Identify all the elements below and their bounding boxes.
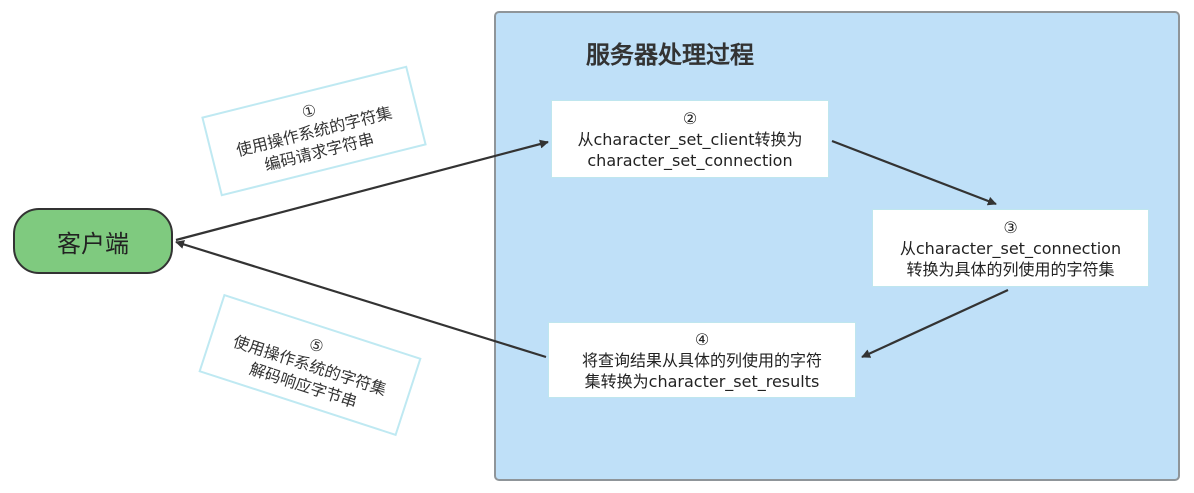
step4-box: ④ 将查询结果从具体的列使用的字符 集转换为character_set_resu…: [548, 322, 856, 398]
arrow-step2-to-step3: [831, 139, 997, 206]
arrow-step4-to-client: [175, 240, 547, 359]
step3-number: ③: [1003, 217, 1018, 237]
client-node: 客户端: [13, 208, 173, 274]
step2-box: ② 从character_set_client转换为 character_set…: [551, 100, 829, 178]
step3-line1: 从character_set_connection: [899, 238, 1122, 258]
step2-line1: 从character_set_client转换为: [577, 129, 803, 149]
panel-title: 服务器处理过程: [586, 41, 754, 69]
step4-line1: 将查询结果从具体的列使用的字符: [581, 350, 822, 370]
arrow-step3-to-step4: [861, 289, 1009, 358]
step2-line2: character_set_connection: [587, 150, 793, 170]
step4-line2: 集转换为character_set_results: [584, 371, 820, 391]
step4-number: ④: [694, 329, 710, 349]
step3-line2: 转换为具体的列使用的字符集: [906, 259, 1115, 279]
step3-box: ③ 从character_set_connection 转换为具体的列使用的字符…: [872, 209, 1149, 287]
arrow-client-to-step2: [175, 139, 549, 242]
step2-number: ②: [682, 108, 698, 128]
